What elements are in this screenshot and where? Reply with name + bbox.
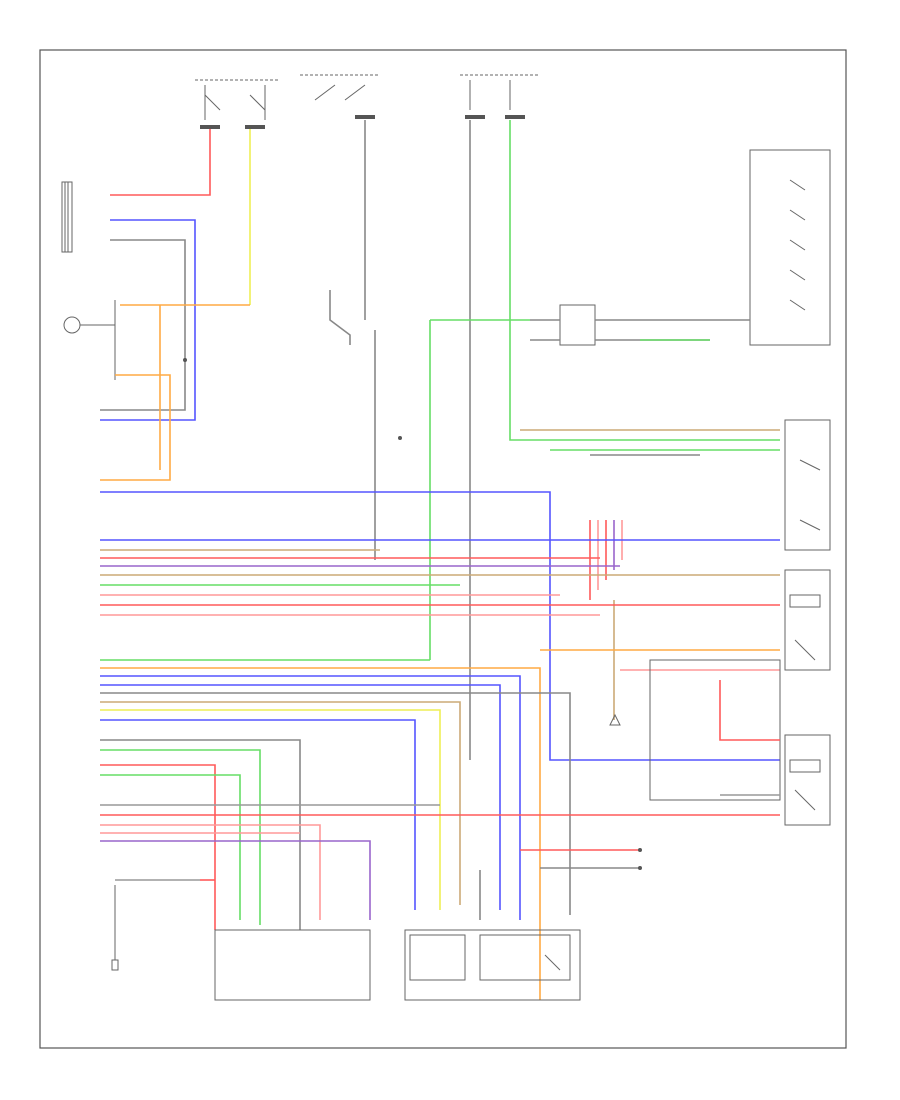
ground-symbol [609,713,621,726]
pedal-sensor-right-element [479,934,571,981]
ground-node-2 [638,866,642,870]
cruise-control-module [61,181,73,253]
horizontal-bus [100,491,780,761]
seatbelt-indicator [789,594,821,608]
lower-bus [100,659,780,1000]
lower-right-switch [784,734,831,826]
pedal-sensor-left-element [409,934,466,981]
transmission-range-switch [784,419,831,551]
upper-right-switch-contacts [789,179,806,311]
relay-component [559,304,596,346]
top-left-connector-pins [200,115,525,129]
ground-component [111,959,119,971]
throttle-position-sensor [214,929,371,1001]
lower-right-module-outline [649,659,781,801]
upper-right-control-switch [749,149,831,346]
center-connector-cluster [589,520,623,720]
wire-group-upper [100,120,780,760]
sensor-component [63,316,81,334]
junction-node-2 [183,358,187,362]
diagram-frame [39,49,847,1049]
seatbelt-switch [784,569,831,671]
accelerator-pedal-position-sensor [404,929,581,1001]
lower-right-indicator [789,759,821,773]
junction-node-1 [398,436,402,440]
top-switch-group [195,74,540,120]
ground-node-1 [638,848,642,852]
